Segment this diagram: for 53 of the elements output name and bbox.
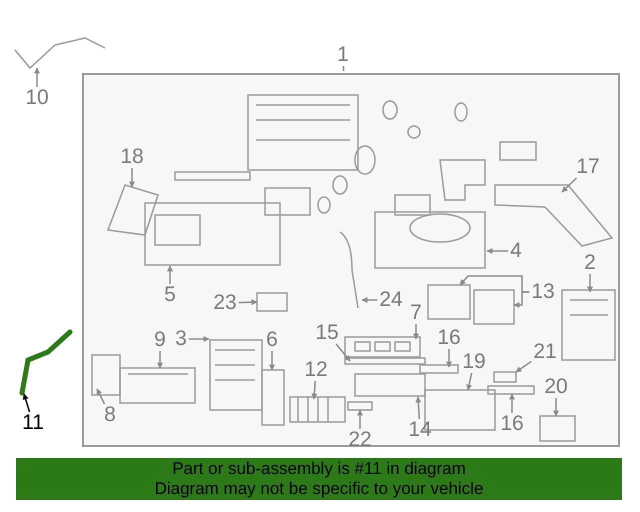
callout-number: 16 (437, 329, 461, 347)
notice-text: Part or sub-assembly is #11 in diagram (172, 459, 466, 479)
leader-line (129, 168, 135, 188)
notice-text: Diagram may not be specific to your vehicle (154, 479, 484, 499)
callout-number: 1 (337, 46, 349, 64)
leader-line (34, 67, 40, 87)
callout-number: 2 (584, 254, 596, 272)
callout-number: 7 (410, 304, 422, 322)
leader-line (587, 274, 593, 293)
leader-line (342, 66, 344, 72)
leader-line (96, 388, 106, 404)
leader-line (561, 177, 578, 193)
callout-number: 9 (154, 331, 166, 349)
callout-number: 20 (544, 378, 568, 396)
leader-line (553, 398, 559, 417)
callout-number: 5 (164, 286, 176, 304)
leader-line (269, 351, 275, 371)
leader-line (413, 324, 419, 340)
leader-line (167, 265, 173, 284)
leader-line (513, 291, 530, 308)
callout-number: 3 (175, 330, 187, 348)
leader-line (361, 297, 378, 303)
callout-number: 6 (266, 331, 278, 349)
callout-number: 15 (315, 324, 339, 342)
callout-number: 10 (25, 89, 49, 107)
leader-line (516, 360, 532, 373)
notice-banner (16, 458, 622, 500)
callout-number: 14 (408, 421, 432, 439)
callout-number: 21 (533, 343, 557, 361)
callout-number: 8 (104, 406, 116, 424)
callout-number: 19 (462, 353, 486, 371)
leader-line (486, 248, 508, 254)
callout-number: 17 (576, 158, 600, 176)
leader-line (157, 351, 163, 369)
leader-line (466, 372, 472, 391)
leader-line (509, 393, 515, 413)
assembly-frame (82, 73, 620, 447)
callout-number: 24 (379, 291, 403, 309)
leader-line (22, 393, 30, 412)
leader-line (335, 344, 351, 362)
callout-number: 23 (213, 294, 237, 312)
leader-line (415, 396, 422, 420)
leader-line (357, 409, 363, 429)
callout-number: 4 (510, 242, 522, 260)
callout-number: 16 (500, 415, 524, 433)
leader-line (311, 380, 318, 400)
leader-line (188, 336, 210, 342)
callout-number: 11 (22, 414, 44, 432)
callout-number: 18 (120, 148, 144, 166)
callout-number: 12 (304, 361, 328, 379)
callout-number: 13 (531, 283, 555, 301)
leader-line (238, 299, 258, 306)
leader-line (446, 349, 452, 368)
